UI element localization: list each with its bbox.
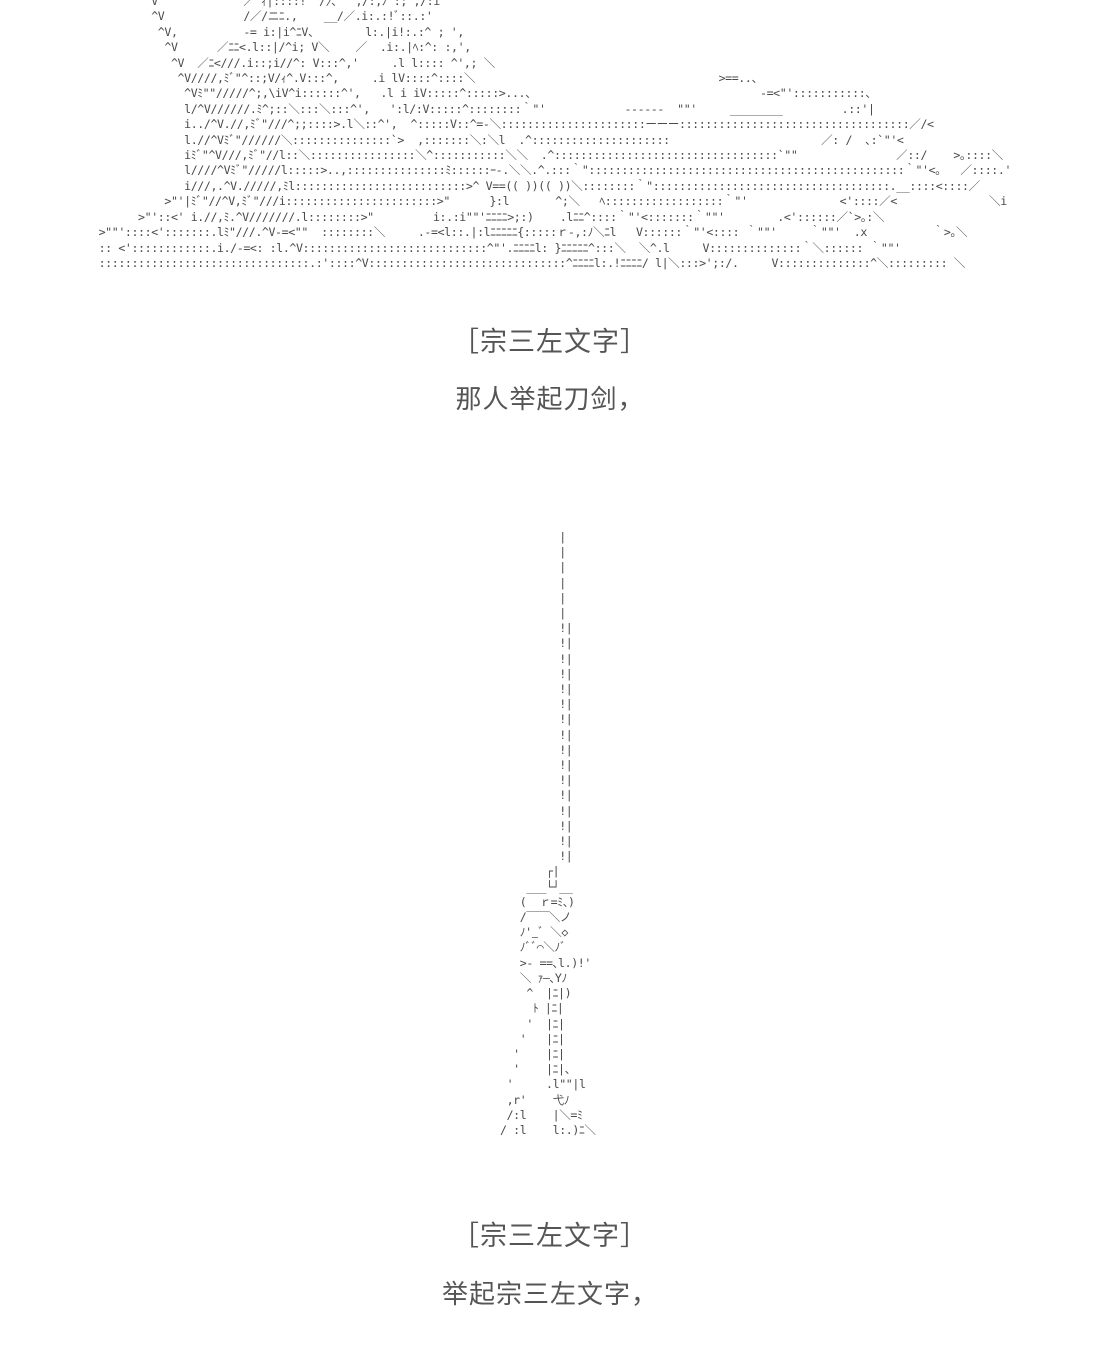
speaker-label-1: ［宗三左文字］ (452, 327, 648, 358)
ascii-art-scene: ^V ／ ｨ|::::! /〉、 ,/:,ﾉ :; ,/:i ^V /／/ニﾆ.… (98, 0, 1012, 270)
ascii-art-sword: | | | | | | !| !| !| !| !| !| !| !| !| !… (500, 530, 596, 1137)
narration-line-2: 举起宗三左文字， (441, 1280, 658, 1310)
speaker-label-2: ［宗三左文字］ (452, 1221, 648, 1252)
narration-line-1: 那人举起刀剑， (455, 385, 645, 415)
